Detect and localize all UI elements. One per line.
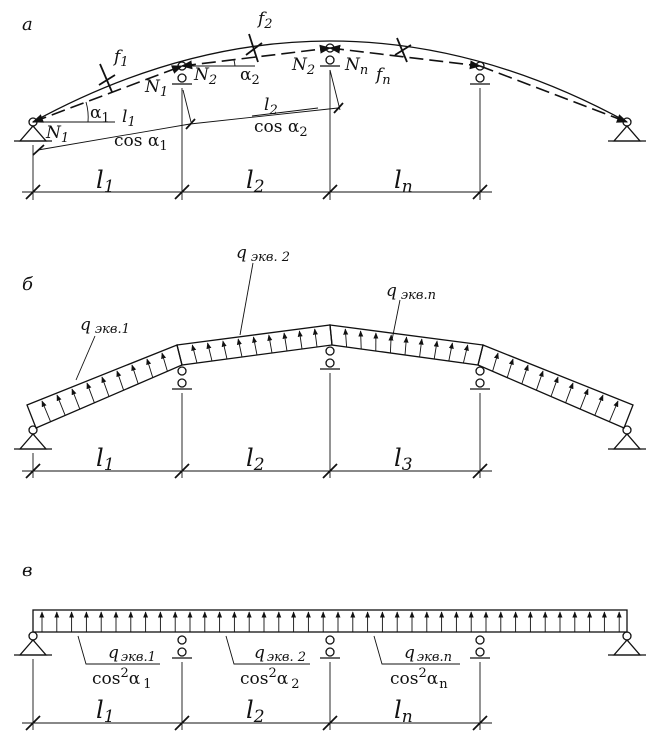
load-arrow	[492, 352, 499, 372]
roller-supports-c	[172, 635, 490, 659]
load-arrow	[221, 340, 228, 360]
support-left-b	[14, 425, 52, 450]
load-arrow	[71, 388, 81, 410]
load-strips-b	[26, 324, 634, 429]
load-arrow	[358, 330, 364, 350]
load-arrow	[101, 376, 110, 397]
load-arrows-c	[39, 611, 622, 632]
load-arrow	[86, 382, 95, 403]
panel-b: б	[14, 243, 646, 479]
span-label-b-3: l3	[394, 444, 413, 475]
label-N1-right: N1	[144, 77, 168, 100]
frac2-denominator: cos α2	[254, 117, 308, 140]
span-label-a-1: l1	[96, 166, 115, 197]
load-arrow	[312, 328, 318, 348]
load-arrow	[462, 344, 469, 364]
load-fraction-n-den: cos2αn	[390, 666, 448, 692]
frac1-denominator: cos α1	[114, 131, 168, 154]
load-arrow	[116, 370, 125, 391]
load-arrow	[608, 400, 619, 422]
load-arrow	[41, 400, 52, 422]
span-label-c-2: l2	[246, 696, 265, 727]
load-arrow	[594, 394, 604, 416]
roller-supports-a	[172, 43, 490, 85]
load-arrow	[565, 382, 574, 403]
load-arrow	[506, 358, 514, 378]
label-Nn: Nn	[344, 55, 368, 78]
span-label-b-2: l2	[246, 444, 265, 475]
load-arrow	[418, 338, 424, 358]
label-fn: fn	[374, 65, 391, 88]
support-right-c	[608, 631, 646, 656]
roller-supports-b	[172, 346, 490, 390]
support-left-c	[14, 631, 52, 656]
span-label-b-1: l1	[96, 444, 115, 475]
load-arrow	[236, 338, 243, 358]
load-arrow	[191, 344, 198, 364]
panel-b-letter: б	[22, 274, 34, 295]
load-arrow	[131, 364, 139, 385]
load-arrow	[535, 370, 544, 391]
panel-a-letter: а	[22, 14, 33, 35]
label-alpha2: α2	[240, 65, 260, 88]
panel-c: в	[14, 560, 646, 731]
panel-a: а	[14, 9, 646, 200]
load-arrow	[448, 342, 454, 362]
frac1-numerator: l1	[122, 107, 136, 130]
label-N2-left: N2	[193, 65, 217, 88]
load-arrow	[206, 342, 213, 362]
span-label-c-3: ln	[394, 696, 413, 727]
load-arrow	[579, 388, 589, 410]
load-arrow	[388, 334, 394, 354]
load-arrow	[252, 336, 258, 356]
load-strip-c	[32, 609, 628, 633]
load-arrow	[161, 352, 168, 372]
fraction-l2-cos: l2 cos α2	[251, 95, 319, 140]
support-right-a	[608, 117, 646, 142]
load-arrow	[146, 358, 154, 378]
chord-segments	[31, 44, 629, 123]
load-arrows-b	[41, 328, 619, 422]
load-arrow	[403, 336, 409, 356]
fraction-l1-cos: l1 cos α1	[114, 107, 168, 154]
load-arrow	[433, 340, 439, 360]
load-arrow	[550, 376, 559, 397]
support-right-b	[608, 425, 646, 450]
label-f2: f2	[256, 9, 273, 32]
load-arrow	[297, 330, 303, 350]
load-arrow	[521, 364, 529, 385]
load-arrow	[282, 332, 288, 352]
span-label-a-2: l2	[246, 166, 265, 197]
span-label-a-3: ln	[394, 166, 413, 197]
label-N1-left: N1	[45, 123, 69, 146]
load-arrow	[267, 334, 273, 354]
support-left-a	[14, 117, 52, 142]
load-arrow	[343, 328, 349, 348]
panel-c-letter: в	[22, 560, 32, 581]
label-alpha1: α1	[90, 103, 110, 126]
frac2-numerator: l2	[264, 95, 278, 118]
load-arrow	[56, 394, 66, 416]
label-f1: f1	[112, 47, 129, 70]
span-label-c-1: l1	[96, 696, 115, 727]
label-N2-right: N2	[291, 55, 315, 78]
